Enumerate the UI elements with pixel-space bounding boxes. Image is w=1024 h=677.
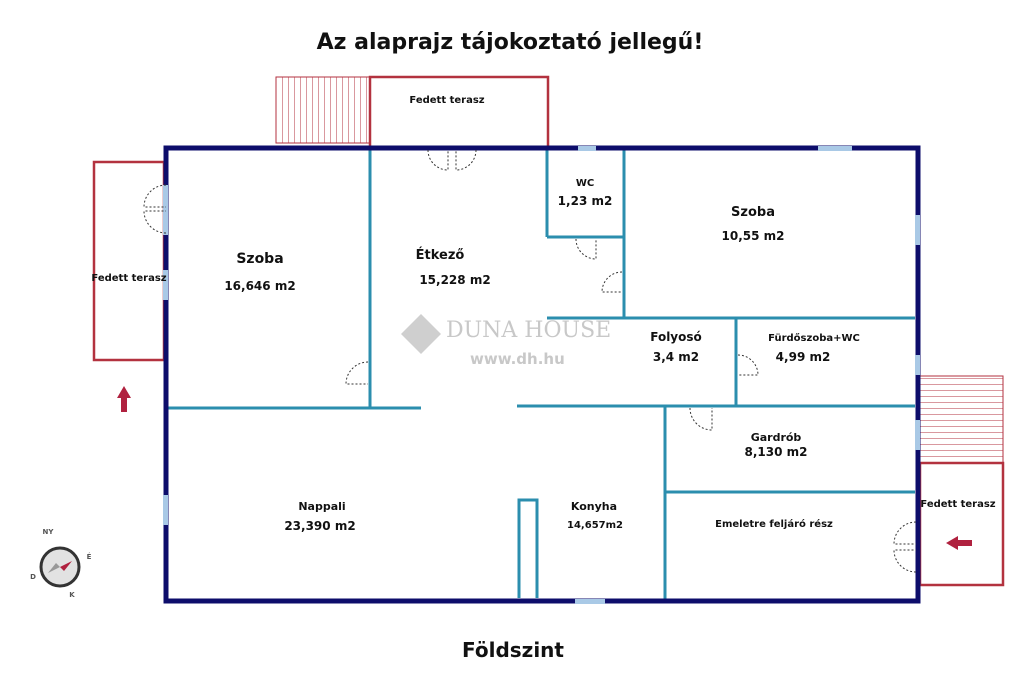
terrace-left-outline <box>92 160 166 362</box>
wardrobe-name: Gardrób <box>750 431 802 444</box>
disclaimer-title: Az alaprajz tájokoztató jellegű! <box>316 30 704 55</box>
bathroom-name: Fürdőszoba+WC <box>768 333 860 344</box>
bathroom-area: 4,99 m2 <box>775 350 831 364</box>
entrance-arrow-right <box>946 536 972 550</box>
living-area: 23,390 m2 <box>284 519 356 533</box>
stairs-top <box>275 76 371 144</box>
dining-name: Étkező <box>415 248 465 263</box>
stairs-right <box>919 375 1004 464</box>
terrace-right-label: Fedett terasz <box>920 499 996 510</box>
bedroom-right-area: 10,55 m2 <box>721 229 785 243</box>
watermark-url: www.dh.hu <box>470 350 565 368</box>
hallway-area: 3,4 m2 <box>652 350 700 364</box>
kitchen-area: 14,657m2 <box>567 520 623 531</box>
compass-west: NY <box>42 528 54 536</box>
terrace-top-outline <box>368 75 550 149</box>
duna-house-logo-icon <box>401 314 441 354</box>
windows <box>163 146 920 604</box>
bedroom-left-name: Szoba <box>236 251 284 267</box>
entrance-arrow-left <box>117 386 131 412</box>
compass-east: K <box>69 591 75 599</box>
compass-south: D <box>30 573 36 581</box>
wc-name: WC <box>575 178 595 189</box>
interior-walls <box>168 148 915 601</box>
stairs-area-name: Emeletre feljáró rész <box>715 519 833 530</box>
compass-north: É <box>86 553 92 561</box>
bedroom-right-name: Szoba <box>731 205 775 220</box>
watermark-brand: DUNA HOUSE <box>446 318 612 343</box>
kitchen-name: Konyha <box>570 500 618 513</box>
living-name: Nappali <box>298 500 346 513</box>
wc-area: 1,23 m2 <box>557 194 613 208</box>
terrace-right-outline <box>918 461 1005 587</box>
floor-label: Földszint <box>462 638 564 662</box>
wardrobe-area: 8,130 m2 <box>744 445 808 459</box>
outer-walls <box>163 145 921 604</box>
bedroom-left-area: 16,646 m2 <box>224 279 296 293</box>
dining-area: 15,228 m2 <box>419 273 491 287</box>
compass-icon <box>39 546 81 588</box>
terrace-left-label: Fedett terasz <box>91 273 167 284</box>
door-swings <box>143 149 917 573</box>
hallway-name: Folyosó <box>650 330 702 344</box>
terrace-top-label: Fedett terasz <box>409 95 485 106</box>
